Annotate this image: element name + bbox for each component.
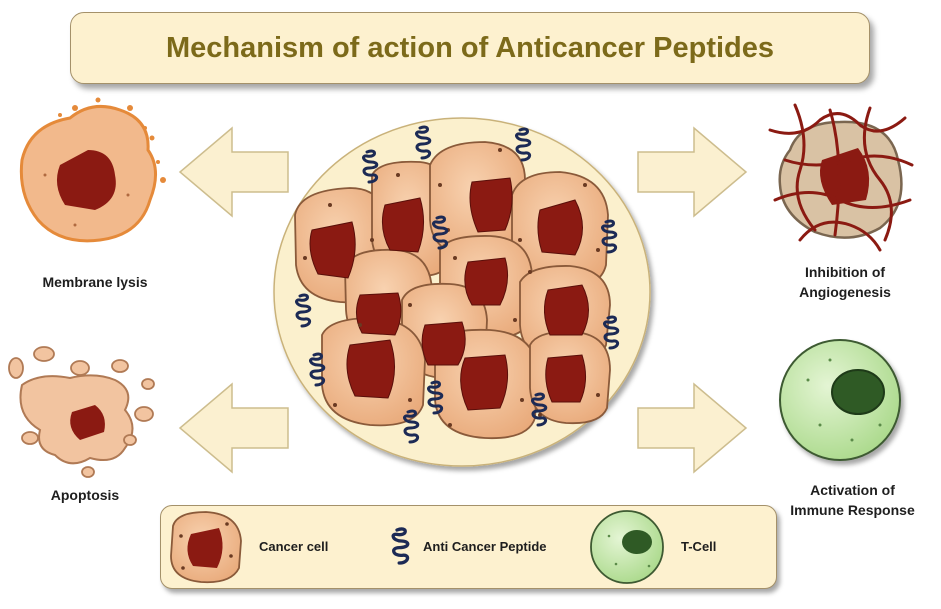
membrane-lysis-cell-icon — [19, 97, 166, 243]
legend-peptide-icon — [391, 527, 410, 565]
label-membrane-lysis: Membrane lysis — [42, 274, 148, 290]
legend-cancer-cell-icon — [170, 511, 242, 584]
label-angiogenesis-line1: Inhibition of — [804, 264, 886, 280]
arrow-left-lower-icon — [178, 382, 289, 474]
tumor-cluster — [273, 117, 651, 467]
arrow-icons — [178, 126, 748, 474]
arrow-right-upper-icon — [637, 126, 748, 218]
legend: Cancer cell Anti Cancer Peptide T-Cell — [160, 505, 777, 589]
apoptosis-cell-icon — [8, 346, 155, 478]
t-cell-large-icon — [779, 339, 901, 461]
cancer-cells-group — [294, 141, 611, 440]
arrow-left-upper-icon — [178, 126, 289, 218]
cancer-cell-nuclei — [309, 177, 589, 411]
legend-icons — [170, 510, 664, 584]
label-immune-line2: Immune Response — [790, 502, 915, 518]
label-immune-line1: Activation of — [810, 482, 895, 498]
label-immune-response: Activation of Immune Response — [770, 480, 935, 520]
legend-label-cancer-cell: Cancer cell — [259, 539, 329, 554]
label-apoptosis: Apoptosis — [50, 487, 120, 503]
legend-label-t-cell: T-Cell — [681, 539, 717, 554]
label-angiogenesis-line2: Angiogenesis — [799, 284, 891, 300]
title-banner: Mechanism of action of Anticancer Peptid… — [70, 12, 870, 84]
legend-label-peptide: Anti Cancer Peptide — [423, 539, 547, 554]
arrow-right-lower-icon — [637, 382, 748, 474]
legend-t-cell-icon — [590, 510, 664, 584]
diagram-title: Mechanism of action of Anticancer Peptid… — [165, 31, 775, 64]
label-angiogenesis: Inhibition of Angiogenesis — [770, 262, 920, 302]
angiogenesis-cell-icon — [768, 103, 914, 252]
